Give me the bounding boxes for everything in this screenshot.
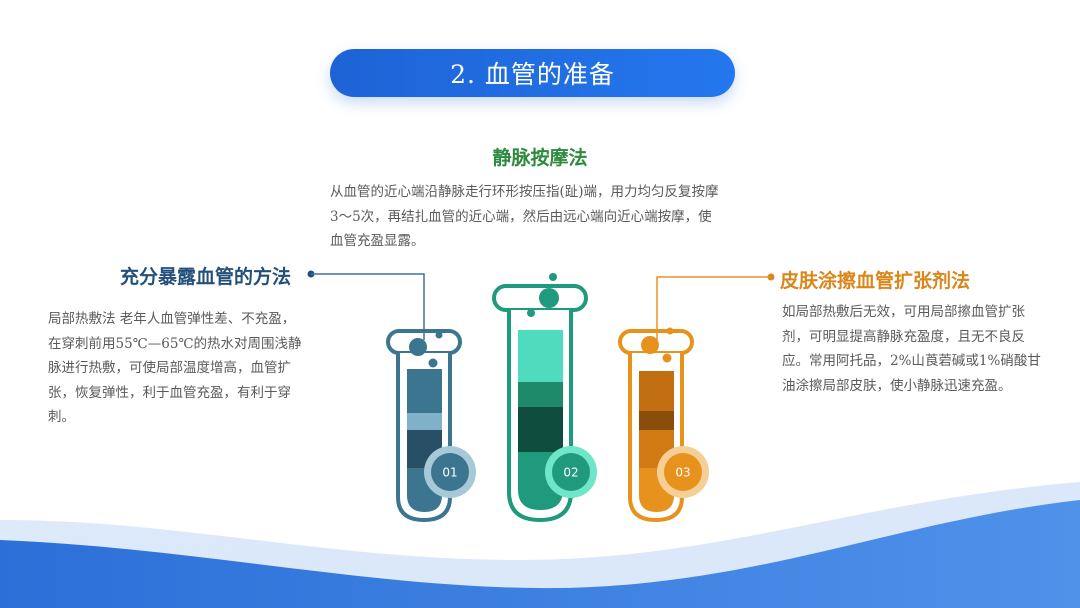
connector-right	[656, 273, 775, 340]
tube-badge-02: 02	[563, 466, 578, 480]
heading-vasodilator: 皮肤涂擦血管扩张剂法	[780, 270, 971, 292]
heading-expose-vessel: 充分暴露血管的方法	[120, 266, 292, 288]
text-vein-massage: 从血管的近心端沿静脉走行环形按压指(趾)端，用力均匀反复按摩3～5次，再结扎血管…	[330, 184, 719, 249]
slide-title-banner: 2. 血管的准备	[330, 49, 735, 97]
text-expose-vessel: 局部热敷法 老年人血管弹性差、不充盈，在穿刺前用55℃—65℃的热水对周围浅静脉…	[48, 311, 302, 425]
connector-left	[307, 270, 425, 340]
slide-title: 2. 血管的准备	[450, 60, 615, 89]
tube-badge-01: 01	[442, 466, 457, 480]
tube-badge-03: 03	[675, 466, 690, 480]
heading-vein-massage: 静脉按摩法	[492, 147, 588, 169]
test-tube-03: 03	[618, 327, 709, 523]
test-tube-02: 02	[492, 273, 597, 523]
test-tube-01: 01	[386, 329, 476, 523]
text-vasodilator: 如局部热敷后无效，可用局部擦血管扩张剂，可明显提高静脉充盈度，且无不良反应。常用…	[782, 304, 1041, 394]
